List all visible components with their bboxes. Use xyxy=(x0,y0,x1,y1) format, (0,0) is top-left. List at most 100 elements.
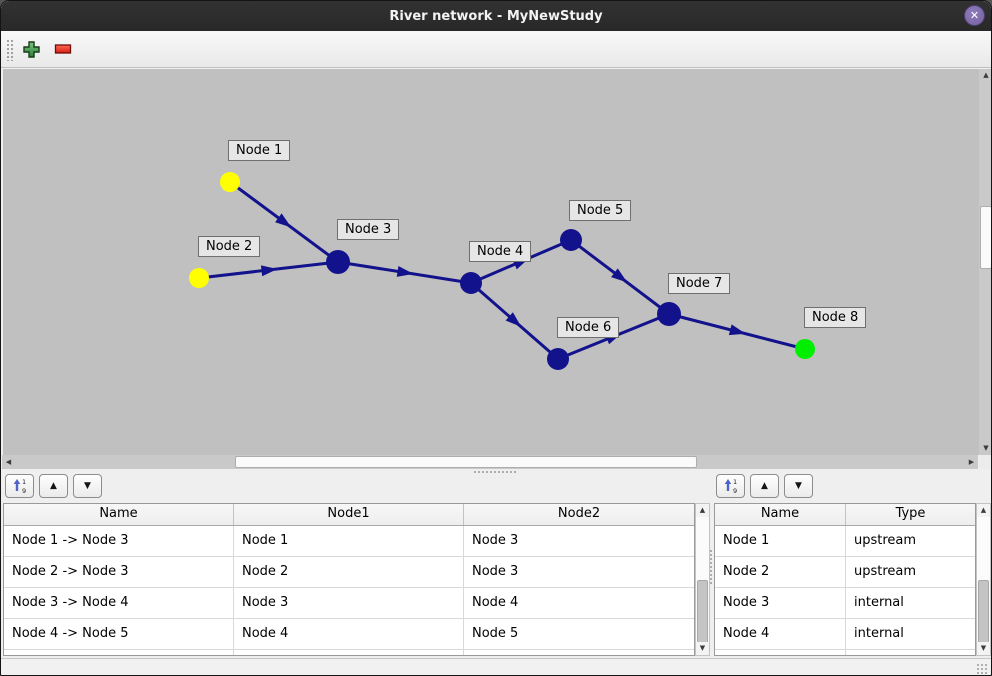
reaches-move-up-button[interactable]: ▲ xyxy=(39,474,68,498)
vertical-scroll-thumb[interactable] xyxy=(697,580,708,644)
table-row[interactable]: Node 4 internal xyxy=(715,619,975,650)
down-arrow-icon: ▼ xyxy=(699,644,706,652)
node-label: Node 3 xyxy=(337,219,400,240)
scroll-up-button[interactable]: ▲ xyxy=(977,504,990,517)
svg-text:9: 9 xyxy=(733,487,737,494)
nodes-sort-button[interactable]: 1 9 xyxy=(716,474,745,498)
table-cell[interactable]: Node 4 -> Node 5 xyxy=(4,619,234,649)
scroll-up-button[interactable]: ▲ xyxy=(979,69,991,82)
canvas-horizontal-scrollbar[interactable]: ◀ ▶ xyxy=(2,455,978,469)
table-cell[interactable]: upstream xyxy=(854,533,917,548)
table-cell[interactable] xyxy=(715,650,846,655)
column-header[interactable]: Name xyxy=(4,504,234,525)
sort-ascending-icon: 1 9 xyxy=(724,478,737,494)
table-cell[interactable]: Node 1 xyxy=(234,526,464,556)
svg-text:1: 1 xyxy=(22,478,26,486)
table-cell[interactable]: Node 5 xyxy=(472,626,519,641)
table-cell[interactable]: Node 3 xyxy=(234,588,464,618)
resize-grip-icon[interactable] xyxy=(976,663,989,674)
graph-node-node-2[interactable] xyxy=(189,268,209,288)
title-bar[interactable]: River network - MyNewStudy ✕ xyxy=(1,1,991,31)
table-cell[interactable]: Node 3 xyxy=(715,588,846,618)
table-cell[interactable]: Node 4 xyxy=(715,619,846,649)
toolbar-drag-handle[interactable] xyxy=(6,39,14,61)
horizontal-scroll-thumb[interactable] xyxy=(235,456,697,468)
table-cell[interactable] xyxy=(846,650,975,655)
table-cell[interactable]: Node 2 xyxy=(234,557,464,587)
scroll-left-button[interactable]: ◀ xyxy=(2,455,15,469)
reaches-table-scrollbar[interactable]: ▲ ▼ xyxy=(695,503,710,656)
vertical-scroll-thumb[interactable] xyxy=(978,580,989,644)
table-cell[interactable]: internal xyxy=(854,626,904,641)
node-label: Node 8 xyxy=(804,307,867,328)
table-cell[interactable]: Node 3 -> Node 4 xyxy=(4,588,234,618)
add-node-button[interactable] xyxy=(18,37,44,61)
table-cell[interactable]: Node 3 xyxy=(472,533,519,548)
column-header[interactable]: Node2 xyxy=(557,506,601,521)
table-row[interactable]: Node 1 upstream xyxy=(715,526,975,557)
graph-node-node-5[interactable] xyxy=(560,229,582,251)
down-arrow-icon: ▼ xyxy=(983,444,989,452)
table-cell[interactable]: Node 3 xyxy=(472,564,519,579)
node-label: Node 6 xyxy=(557,317,620,338)
table-cell[interactable]: Node 4 xyxy=(234,619,464,649)
node-label: Node 2 xyxy=(198,236,261,257)
right-arrow-icon: ▶ xyxy=(968,457,975,466)
table-cell[interactable] xyxy=(464,650,694,655)
table-cell[interactable]: Node 1 -> Node 3 xyxy=(4,526,234,556)
nodes-move-down-button[interactable]: ▼ xyxy=(784,474,813,498)
table-cell[interactable]: Node 1 xyxy=(715,526,846,556)
close-button[interactable]: ✕ xyxy=(964,5,985,26)
nodes-table-header[interactable]: Name Type xyxy=(715,504,975,526)
column-header[interactable]: Name xyxy=(715,504,846,525)
graph-node-node-4[interactable] xyxy=(460,272,482,294)
scroll-right-button[interactable]: ▶ xyxy=(965,455,978,469)
edge-arrow-icon xyxy=(260,265,278,277)
svg-text:1: 1 xyxy=(733,478,737,486)
scroll-down-button[interactable]: ▼ xyxy=(977,642,990,655)
table-row[interactable]: Node 2 upstream xyxy=(715,557,975,588)
graph-node-node-6[interactable] xyxy=(547,348,569,370)
canvas-vertical-scrollbar[interactable]: ▲ ▼ xyxy=(979,69,991,455)
nodes-move-up-button[interactable]: ▲ xyxy=(750,474,779,498)
graph-node-node-3[interactable] xyxy=(326,250,350,274)
close-icon: ✕ xyxy=(969,9,980,22)
table-row[interactable] xyxy=(715,650,975,655)
table-cell[interactable]: Node 2 xyxy=(715,557,846,587)
table-row[interactable] xyxy=(4,650,694,655)
graph-node-node-7[interactable] xyxy=(657,302,681,326)
table-cell[interactable]: Node 2 -> Node 3 xyxy=(4,557,234,587)
scrollbar-corner xyxy=(979,455,991,469)
table-cell[interactable]: upstream xyxy=(854,564,917,579)
table-cell[interactable]: Node 4 xyxy=(472,595,519,610)
graph-node-node-8[interactable] xyxy=(795,339,815,359)
table-cell[interactable] xyxy=(234,650,464,655)
scroll-up-button[interactable]: ▲ xyxy=(696,504,709,517)
up-arrow-icon: ▲ xyxy=(699,506,706,514)
column-header[interactable]: Type xyxy=(895,506,926,521)
table-cell[interactable]: internal xyxy=(854,595,904,610)
table-cell[interactable] xyxy=(4,650,234,655)
down-arrow-icon: ▼ xyxy=(980,644,987,652)
reaches-sort-button[interactable]: 1 9 xyxy=(5,474,34,498)
vertical-splitter-handle-icon[interactable] xyxy=(709,549,714,585)
horizontal-splitter[interactable] xyxy=(1,469,991,475)
remove-button[interactable] xyxy=(50,37,76,61)
reaches-move-down-button[interactable]: ▼ xyxy=(73,474,102,498)
table-row[interactable]: Node 3 internal xyxy=(715,588,975,619)
vertical-scroll-thumb[interactable] xyxy=(980,206,991,269)
column-header[interactable]: Node1 xyxy=(234,504,464,525)
reaches-table-header[interactable]: Name Node1 Node2 xyxy=(4,504,694,526)
graph-node-node-1[interactable] xyxy=(220,172,240,192)
scroll-down-button[interactable]: ▼ xyxy=(696,642,709,655)
nodes-table-scrollbar[interactable]: ▲ ▼ xyxy=(976,503,991,656)
scroll-down-button[interactable]: ▼ xyxy=(979,442,991,455)
